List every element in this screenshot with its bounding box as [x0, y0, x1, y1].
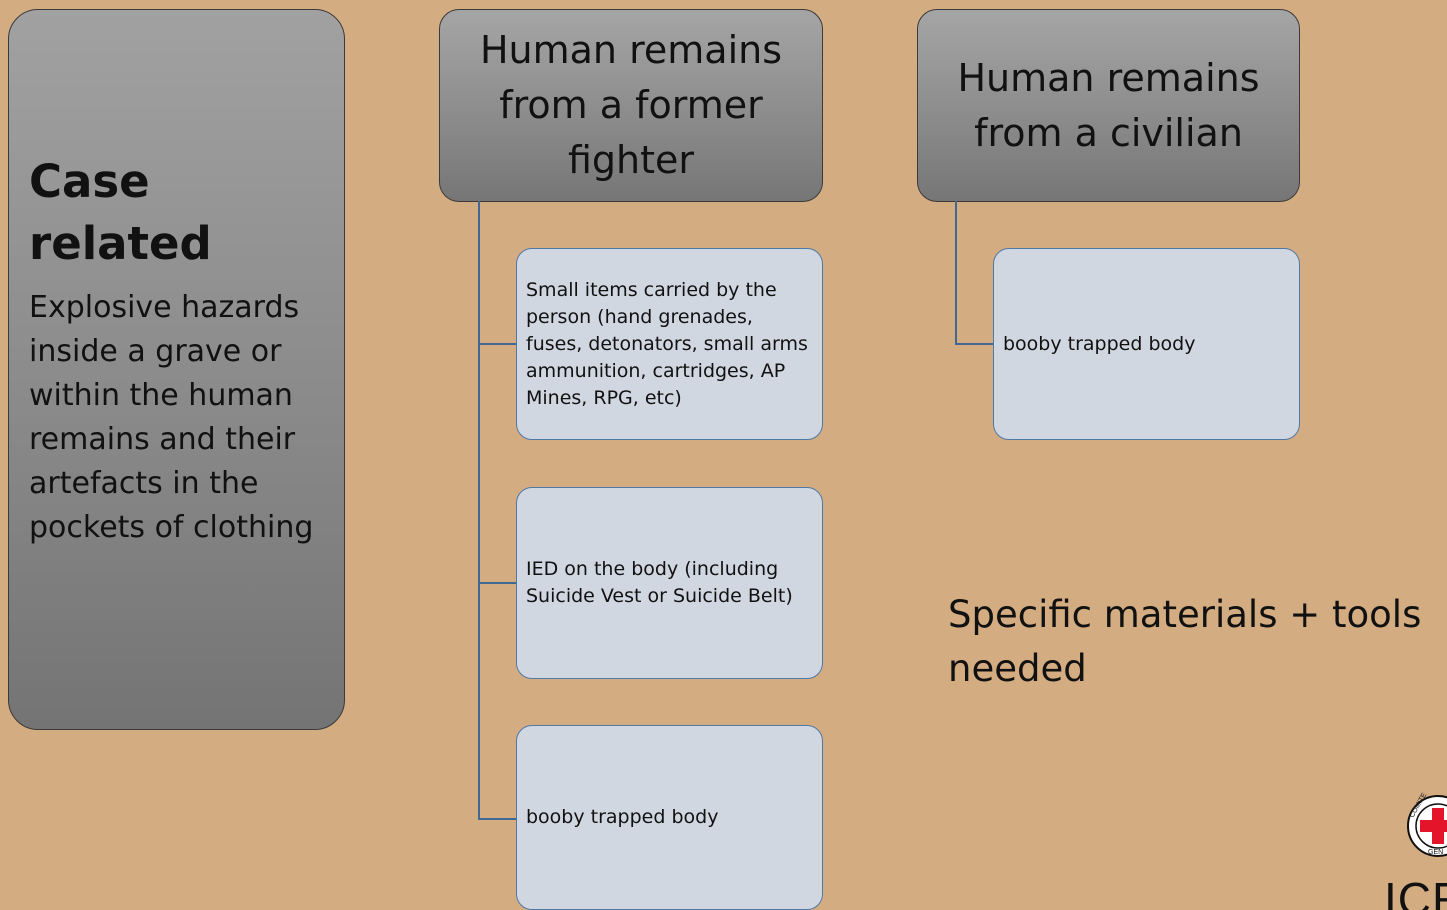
item-text: IED on the body (including Suicide Vest …: [526, 558, 793, 607]
materials-note: Specific materials + tools needed: [948, 593, 1422, 690]
header-line: from a former: [499, 83, 763, 127]
civilian-header: Human remains from a civilian: [917, 9, 1300, 202]
case-related-description: Explosive hazards inside a grave or with…: [29, 290, 314, 545]
icrc-logo: COMITE GEN ICR: [1380, 778, 1447, 910]
civilian-item-booby-trap: booby trapped body: [993, 248, 1300, 440]
civilian-connector-branch: [955, 343, 994, 345]
logo-text: ICR: [1384, 873, 1447, 910]
header-line: fighter: [567, 138, 695, 182]
fighter-connector-branch: [478, 343, 517, 345]
case-related-title: Case related: [29, 155, 212, 270]
header-line: Human remains: [957, 55, 1260, 100]
fighter-item-booby-trap: booby trapped body: [516, 725, 823, 910]
civilian-connector-trunk: [955, 201, 957, 345]
fighter-connector-branch: [478, 818, 517, 820]
fighter-connector-trunk: [478, 201, 480, 818]
fighter-item-ied: IED on the body (including Suicide Vest …: [516, 487, 823, 679]
former-fighter-header: Human remains from a former fighter: [439, 9, 823, 202]
item-text: booby trapped body: [526, 806, 719, 828]
item-text: Small items carried by the person (hand …: [526, 278, 808, 409]
fighter-item-small-items: Small items carried by the person (hand …: [516, 248, 823, 440]
fighter-connector-branch: [478, 582, 517, 584]
header-line: from a civilian: [974, 110, 1243, 155]
icrc-emblem-icon: COMITE GEN: [1407, 792, 1447, 857]
svg-text:GEN: GEN: [1428, 849, 1443, 856]
header-line: Human remains: [479, 28, 783, 72]
item-text: booby trapped body: [1003, 332, 1196, 355]
case-related-panel: [8, 9, 345, 730]
